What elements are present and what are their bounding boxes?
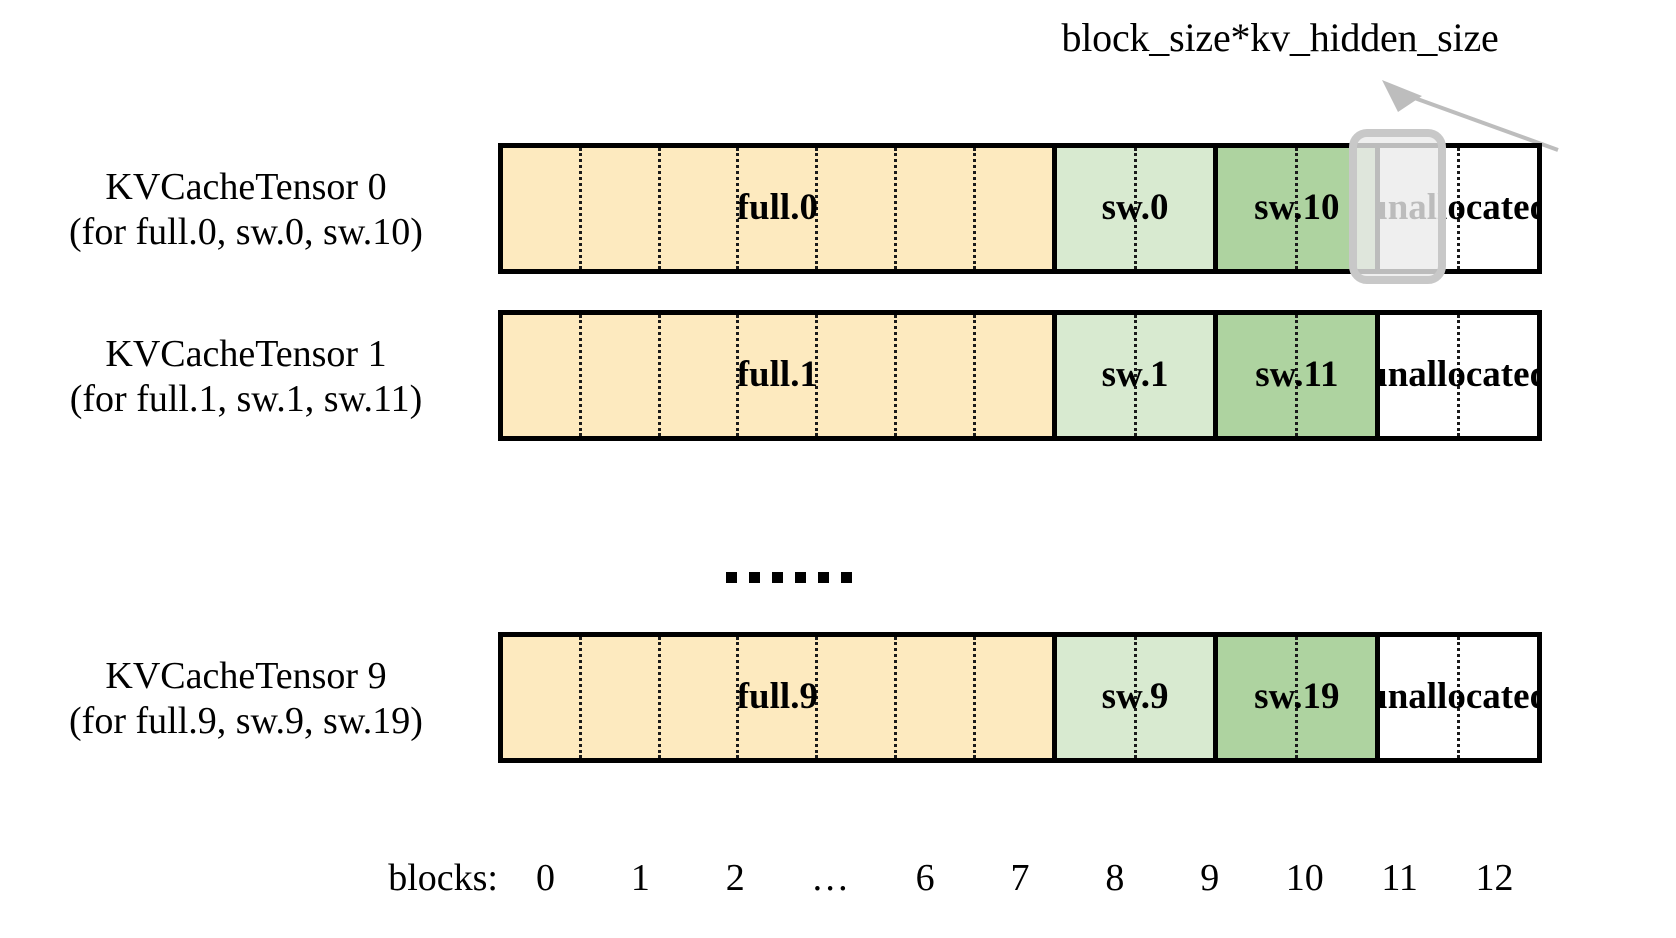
axis-tick: 10	[1285, 857, 1324, 899]
row-title-2: KVCacheTensor 9	[105, 655, 387, 697]
segment-sw-dark-2[interactable]: sw.19	[1218, 637, 1381, 758]
segment-full-0[interactable]: full.0	[503, 148, 1057, 269]
axis-tick: 11	[1381, 857, 1418, 899]
segment-label: full.9	[736, 676, 818, 718]
segment-label: unallocated	[1380, 676, 1537, 718]
axis-tick: …	[811, 857, 850, 899]
axis-tick: 12	[1475, 857, 1514, 899]
row-title-1: KVCacheTensor 1	[105, 333, 387, 375]
row-label-2: KVCacheTensor 9 (for full.9, sw.9, sw.19…	[0, 654, 492, 744]
segment-unallocated-2[interactable]: unallocated	[1380, 637, 1537, 758]
block-axis: blocks: 0 1 2 … 6 7 8 9 10 11 12	[0, 856, 1676, 916]
axis-tick: 7	[1010, 857, 1030, 899]
rounded-highlight-box[interactable]	[1349, 129, 1446, 284]
segment-label: sw.1	[1101, 354, 1169, 396]
segment-label: full.0	[736, 187, 818, 229]
table-row: full.1 sw.1 sw.11 unallocated	[498, 310, 1542, 441]
axis-tick: 6	[915, 857, 935, 899]
segment-unallocated-1[interactable]: unallocated	[1380, 315, 1537, 436]
segment-label: sw.19	[1254, 676, 1340, 718]
row-label-1: KVCacheTensor 1 (for full.1, sw.1, sw.11…	[0, 332, 492, 422]
row-subtitle-0: (for full.0, sw.0, sw.10)	[69, 210, 423, 253]
segment-sw-light-2[interactable]: sw.9	[1056, 637, 1219, 758]
segment-label: sw.10	[1254, 187, 1340, 229]
segment-full-2[interactable]: full.9	[503, 637, 1057, 758]
callout-label: block_size*kv_hidden_size	[1061, 15, 1499, 60]
segment-label: unallocated	[1380, 354, 1537, 396]
axis-tick: 1	[630, 857, 650, 899]
segment-label: sw.11	[1255, 354, 1339, 396]
axis-title: blocks:	[388, 857, 498, 899]
axis-tick: 2	[725, 857, 745, 899]
segment-sw-dark-1[interactable]: sw.11	[1218, 315, 1381, 436]
segment-label: sw.0	[1101, 187, 1169, 229]
axis-tick: 8	[1105, 857, 1125, 899]
axis-tick: 9	[1200, 857, 1220, 899]
ellipsis-dots	[726, 572, 852, 583]
axis-ticks: 0 1 2 … 6 7 8 9 10 11 12	[498, 856, 1542, 900]
axis-tick: 0	[535, 857, 555, 899]
row-label-0: KVCacheTensor 0 (for full.0, sw.0, sw.10…	[0, 165, 492, 255]
segment-full-1[interactable]: full.1	[503, 315, 1057, 436]
segment-sw-light-0[interactable]: sw.0	[1056, 148, 1219, 269]
row-subtitle-2: (for full.9, sw.9, sw.19)	[69, 699, 423, 742]
segment-label: full.1	[736, 354, 818, 396]
arrow-up-left-icon	[1382, 80, 1559, 152]
row-subtitle-1: (for full.1, sw.1, sw.11)	[69, 377, 423, 420]
segment-sw-light-1[interactable]: sw.1	[1056, 315, 1219, 436]
table-row: full.9 sw.9 sw.19 unallocated	[498, 632, 1542, 763]
row-title-0: KVCacheTensor 0	[105, 166, 387, 208]
segment-label: sw.9	[1101, 676, 1169, 718]
